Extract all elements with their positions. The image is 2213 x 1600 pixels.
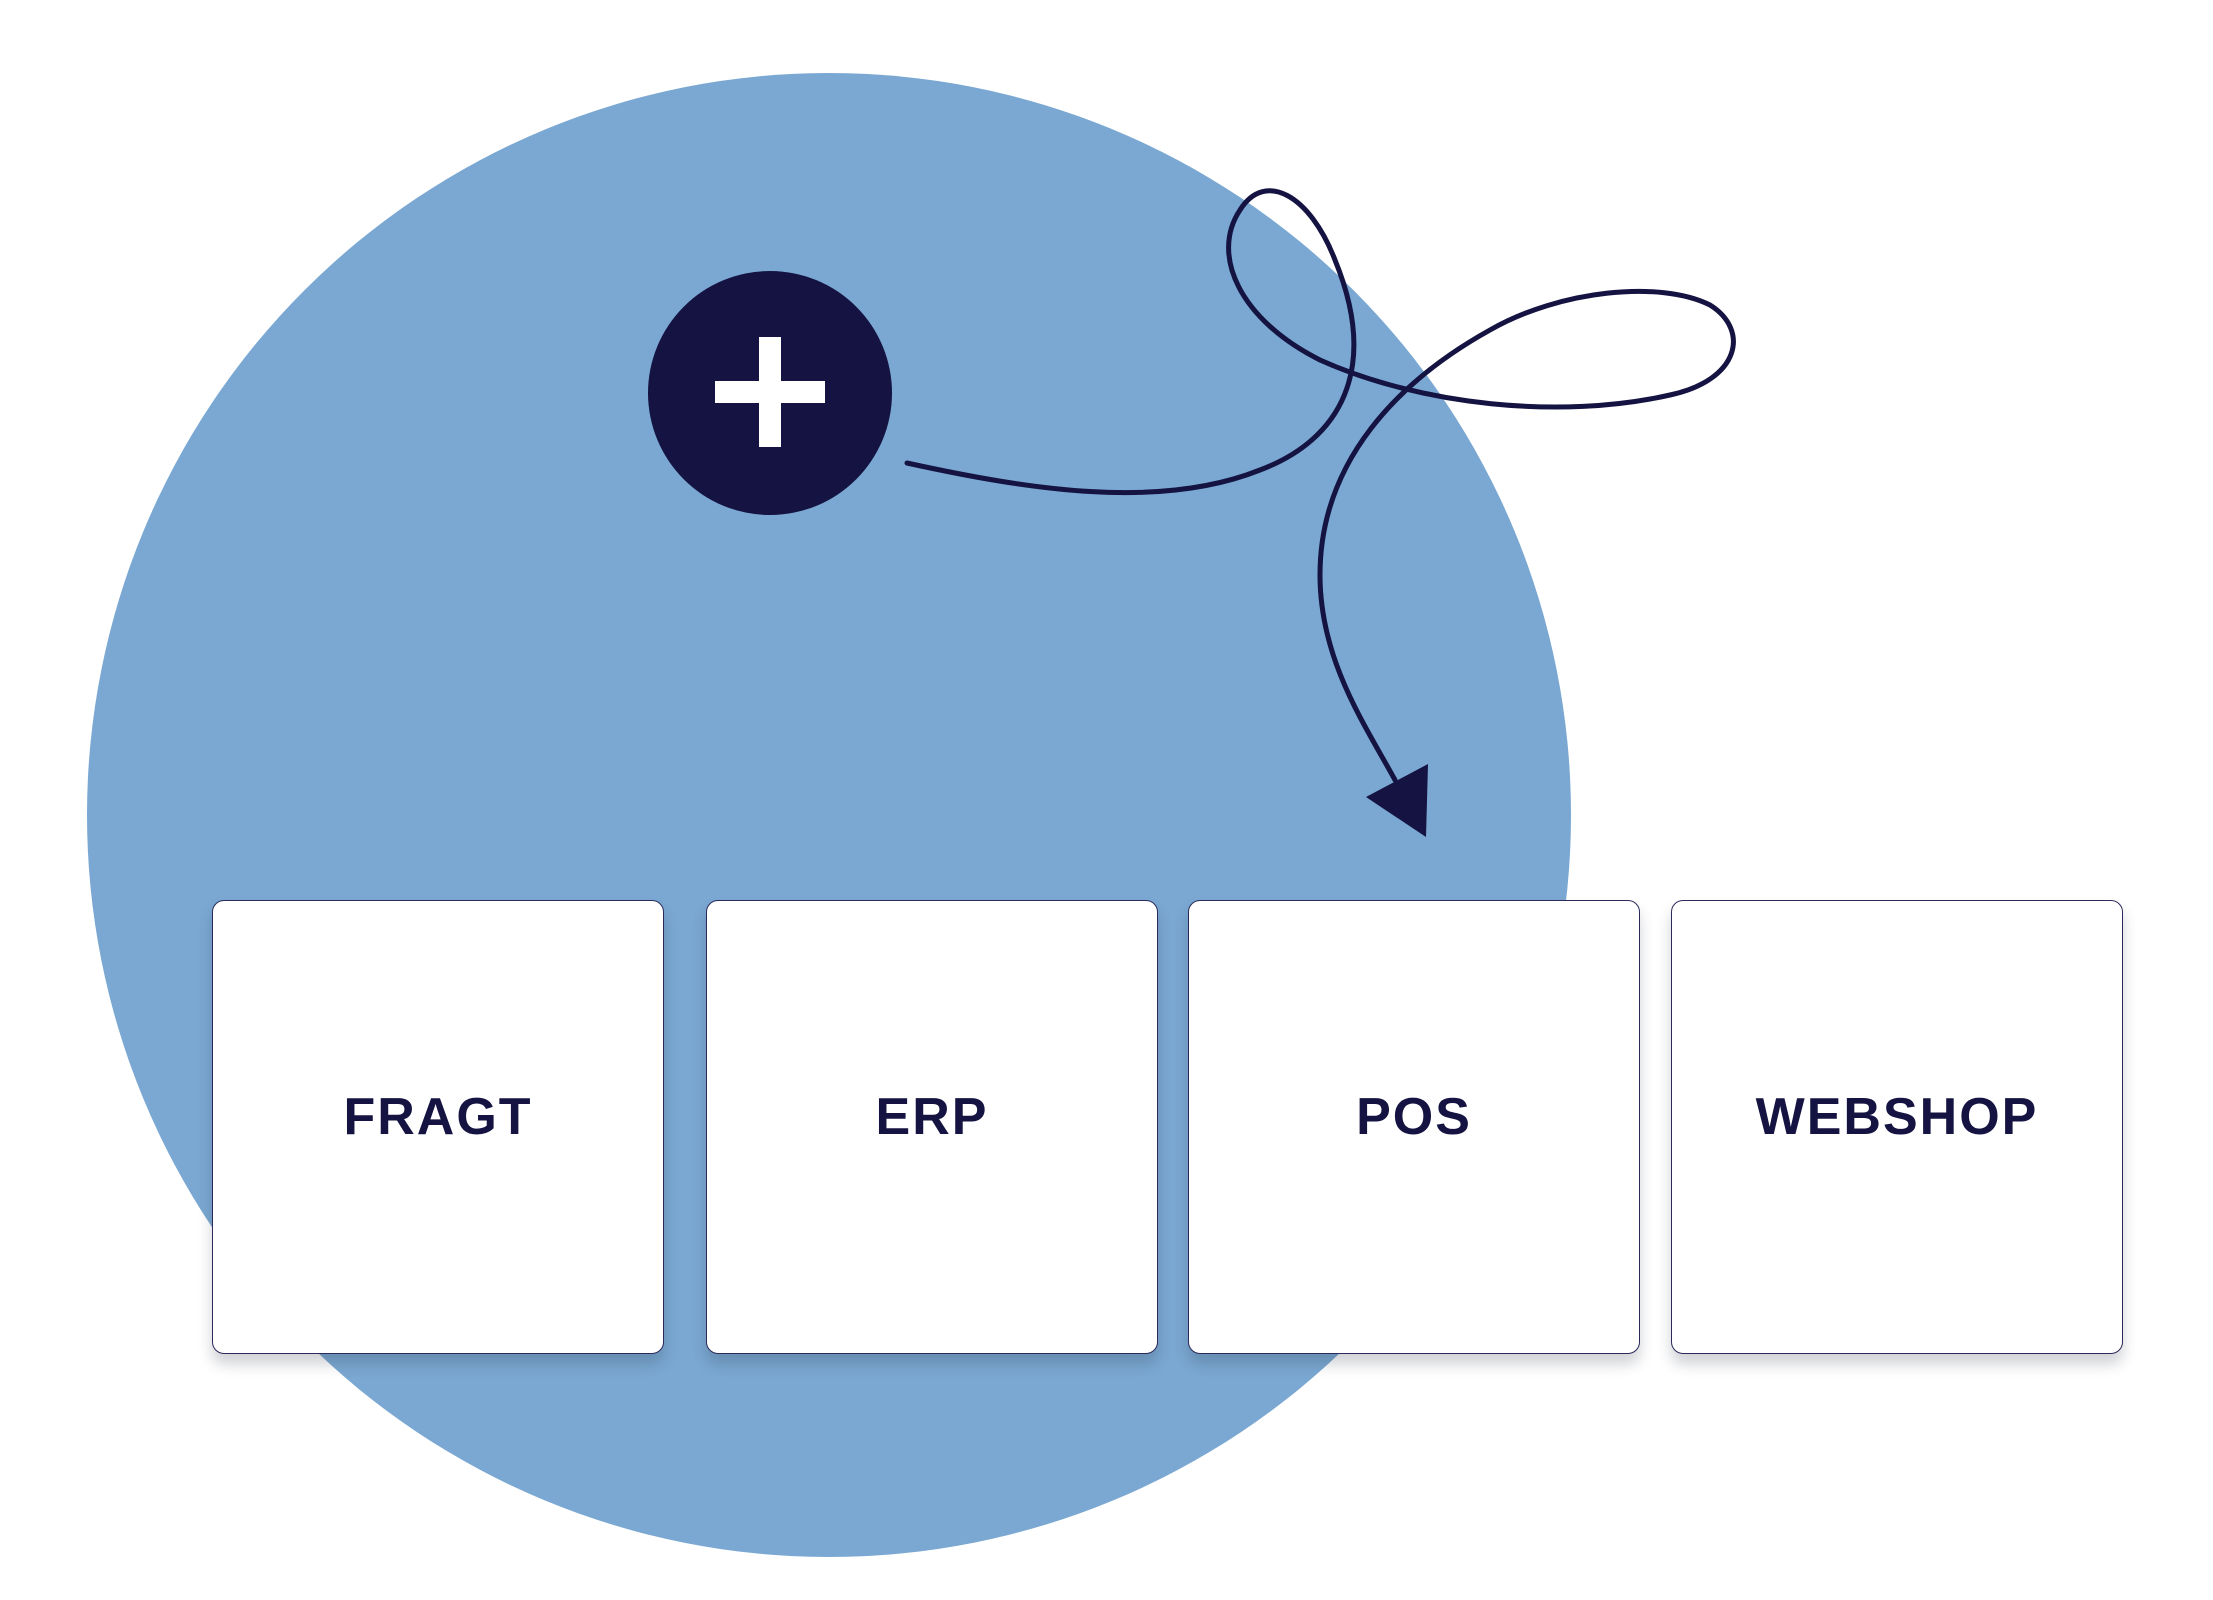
card-erp[interactable]: ERP [706,900,1158,1354]
add-integration-button[interactable] [648,271,892,515]
card-label: FRAGT [343,1088,533,1146]
card-label: ERP [875,1088,989,1146]
card-label: POS [1356,1088,1472,1146]
card-webshop[interactable]: WEBSHOP [1671,900,2123,1354]
card-fragt[interactable]: FRAGT [212,900,664,1354]
card-pos[interactable]: POS [1188,900,1640,1354]
card-label: WEBSHOP [1755,1088,2039,1146]
plus-icon-vertical [759,337,781,447]
